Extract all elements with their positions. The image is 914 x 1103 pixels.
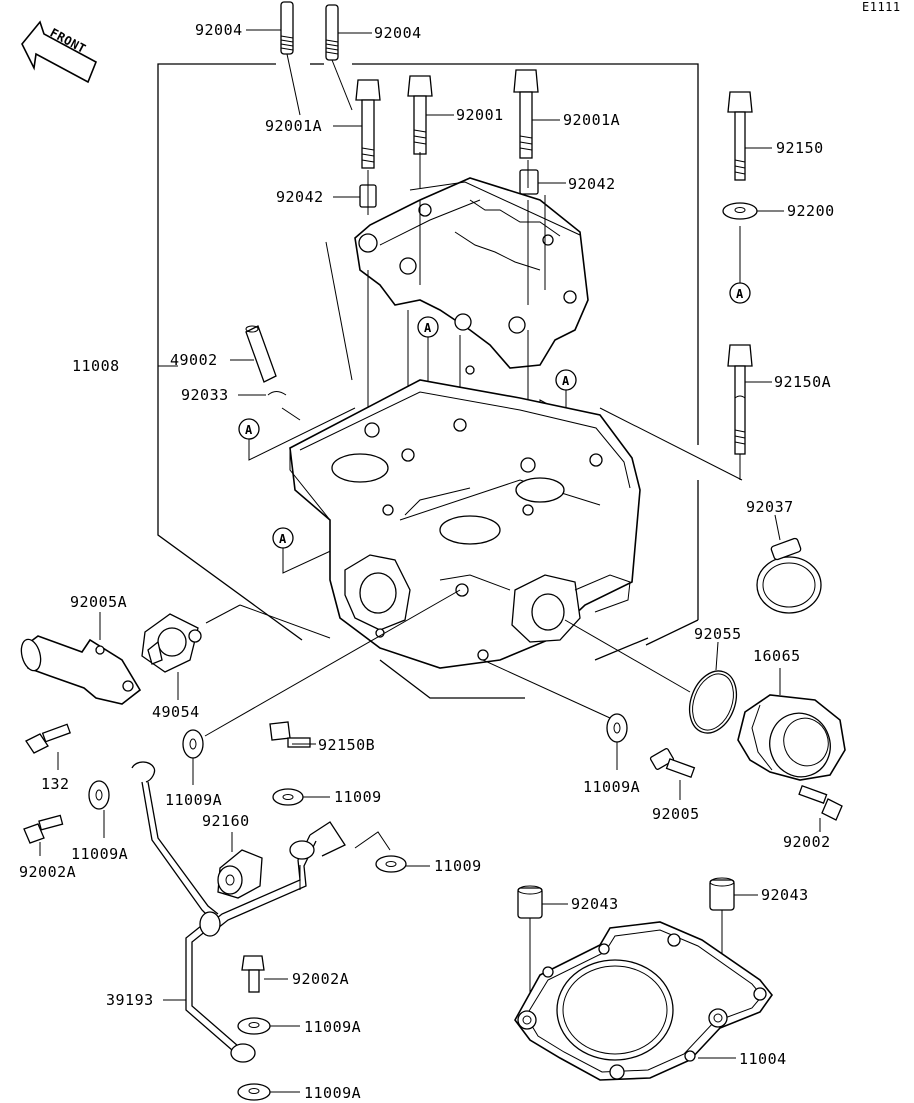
stud-92004-right	[325, 4, 339, 61]
bolt-92002	[798, 784, 843, 821]
washer-92200	[722, 202, 758, 220]
dowel-92042-right	[519, 169, 539, 195]
svg-text:A: A	[279, 532, 287, 546]
thermostat-49054	[141, 613, 202, 673]
washer-11009-b	[375, 855, 407, 873]
washer-11009A-b	[88, 780, 110, 810]
fitting-92005	[649, 748, 696, 779]
ref-marker-a-5: A	[729, 282, 751, 304]
label-92002: 92002	[783, 833, 831, 851]
water-outlet-92005A	[20, 635, 142, 705]
label-49002: 49002	[170, 351, 218, 369]
pipe-39193	[131, 761, 346, 1063]
bolt-92150B	[269, 721, 311, 748]
head-gasket-11004	[514, 921, 774, 1081]
ref-marker-a-1: A	[417, 316, 439, 338]
intake-pipe-16065	[737, 694, 846, 781]
label-92002A-a: 92002A	[19, 863, 76, 881]
dowel-92043-right	[709, 877, 735, 911]
label-11009A-e: 11009A	[304, 1084, 361, 1102]
svg-text:A: A	[736, 287, 744, 301]
cylinder-head	[289, 365, 641, 669]
ref-marker-a-3: A	[238, 418, 260, 440]
label-92055: 92055	[694, 625, 742, 643]
bolt-92002A-a	[23, 814, 64, 844]
svg-text:A: A	[424, 321, 432, 335]
camshaft-holder	[354, 177, 589, 369]
bolt-132	[25, 723, 71, 754]
bolt-92001A-right	[513, 69, 539, 159]
label-39193: 39193	[106, 991, 154, 1009]
label-92001A-left: 92001A	[265, 117, 322, 135]
label-11009-a: 11009	[334, 788, 382, 806]
label-92042-right: 92042	[568, 175, 616, 193]
label-11004: 11004	[739, 1050, 787, 1068]
label-11009A-d: 11009A	[304, 1018, 361, 1036]
bolt-92001A-left	[355, 79, 381, 169]
washer-11009A-d	[237, 1017, 271, 1035]
washer-11009-a	[272, 788, 304, 806]
label-11009A-b: 11009A	[583, 778, 640, 796]
label-92042-left: 92042	[276, 188, 324, 206]
label-92033: 92033	[181, 386, 229, 404]
o-ring-92055	[688, 670, 738, 734]
dowel-92043-left	[517, 885, 543, 919]
label-92043-left: 92043	[571, 895, 619, 913]
label-92004-left: 92004	[195, 21, 243, 39]
label-92150: 92150	[776, 139, 824, 157]
label-92200: 92200	[787, 202, 835, 220]
svg-text:A: A	[562, 374, 570, 388]
label-92037: 92037	[746, 498, 794, 516]
label-132: 132	[41, 775, 70, 793]
bolt-92150A	[727, 344, 753, 455]
label-92001: 92001	[456, 106, 504, 124]
bolt-92002A-b	[241, 955, 265, 993]
label-11008: 11008	[72, 357, 120, 375]
label-92005: 92005	[652, 805, 700, 823]
assembly-frame-lines	[157, 63, 699, 699]
label-92160: 92160	[202, 812, 250, 830]
label-92150A: 92150A	[774, 373, 831, 391]
washer-11009A-e	[237, 1083, 271, 1101]
stud-92004-left	[280, 1, 294, 55]
label-92005A: 92005A	[70, 593, 127, 611]
label-49054: 49054	[152, 703, 200, 721]
label-11009A-c: 11009A	[71, 845, 128, 863]
label-92002A-b: 92002A	[292, 970, 349, 988]
label-92150B: 92150B	[318, 736, 375, 754]
svg-text:A: A	[245, 423, 253, 437]
label-92004-right: 92004	[374, 24, 422, 42]
diagram-code: E1111	[862, 0, 901, 14]
label-16065: 16065	[753, 647, 801, 665]
clamp-92037	[756, 537, 822, 614]
washer-11009A-c	[606, 713, 628, 743]
label-11009A-a: 11009A	[165, 791, 222, 809]
front-arrow-icon: FRONT	[21, 20, 98, 84]
label-92001A-right: 92001A	[563, 111, 620, 129]
tube-49002	[245, 325, 277, 383]
ref-marker-a-4: A	[272, 527, 294, 549]
damper-92160	[217, 849, 263, 899]
washer-11009A-a	[182, 729, 204, 759]
bolt-92001	[407, 75, 433, 155]
bolt-92150	[727, 91, 753, 181]
label-11009-b: 11009	[434, 857, 482, 875]
label-92043-right: 92043	[761, 886, 809, 904]
ref-marker-a-2: A	[555, 369, 577, 391]
clip-92033	[267, 391, 287, 396]
